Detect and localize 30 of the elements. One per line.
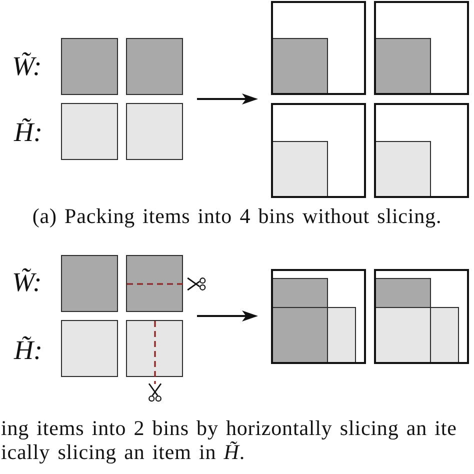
packed-item bbox=[271, 307, 328, 364]
item-tile bbox=[126, 255, 183, 312]
sliced-item-piece bbox=[430, 307, 459, 364]
item-tile bbox=[126, 38, 183, 95]
packed-item bbox=[271, 38, 328, 95]
item-tile bbox=[126, 320, 183, 377]
set-label: W̃: bbox=[12, 266, 42, 298]
packed-item bbox=[271, 141, 328, 198]
bin bbox=[271, 1, 366, 95]
item-tile bbox=[61, 103, 118, 160]
figure-caption: ing items into 2 bins by horizontally slicing an ite ically slicing an item in H̃. bbox=[1, 416, 458, 464]
item-tile bbox=[61, 320, 118, 377]
figure-caption: (a) Packing items into 4 bins without slicing. bbox=[31, 204, 443, 228]
item-tile bbox=[61, 255, 118, 312]
packed-item bbox=[374, 38, 431, 95]
sliced-item-piece bbox=[374, 278, 431, 308]
bin bbox=[374, 269, 469, 364]
item-tile bbox=[61, 38, 118, 95]
bin bbox=[271, 103, 366, 198]
packed-item bbox=[374, 307, 431, 364]
set-label: H̃: bbox=[14, 334, 42, 366]
item-tile bbox=[126, 103, 183, 160]
sliced-item-piece bbox=[271, 278, 328, 308]
bin bbox=[374, 1, 469, 95]
bin bbox=[271, 269, 366, 364]
bin bbox=[374, 103, 469, 198]
set-label: H̃: bbox=[14, 116, 42, 148]
packed-item bbox=[374, 141, 431, 198]
set-label: W̃: bbox=[12, 50, 42, 82]
sliced-item-piece bbox=[327, 307, 356, 364]
